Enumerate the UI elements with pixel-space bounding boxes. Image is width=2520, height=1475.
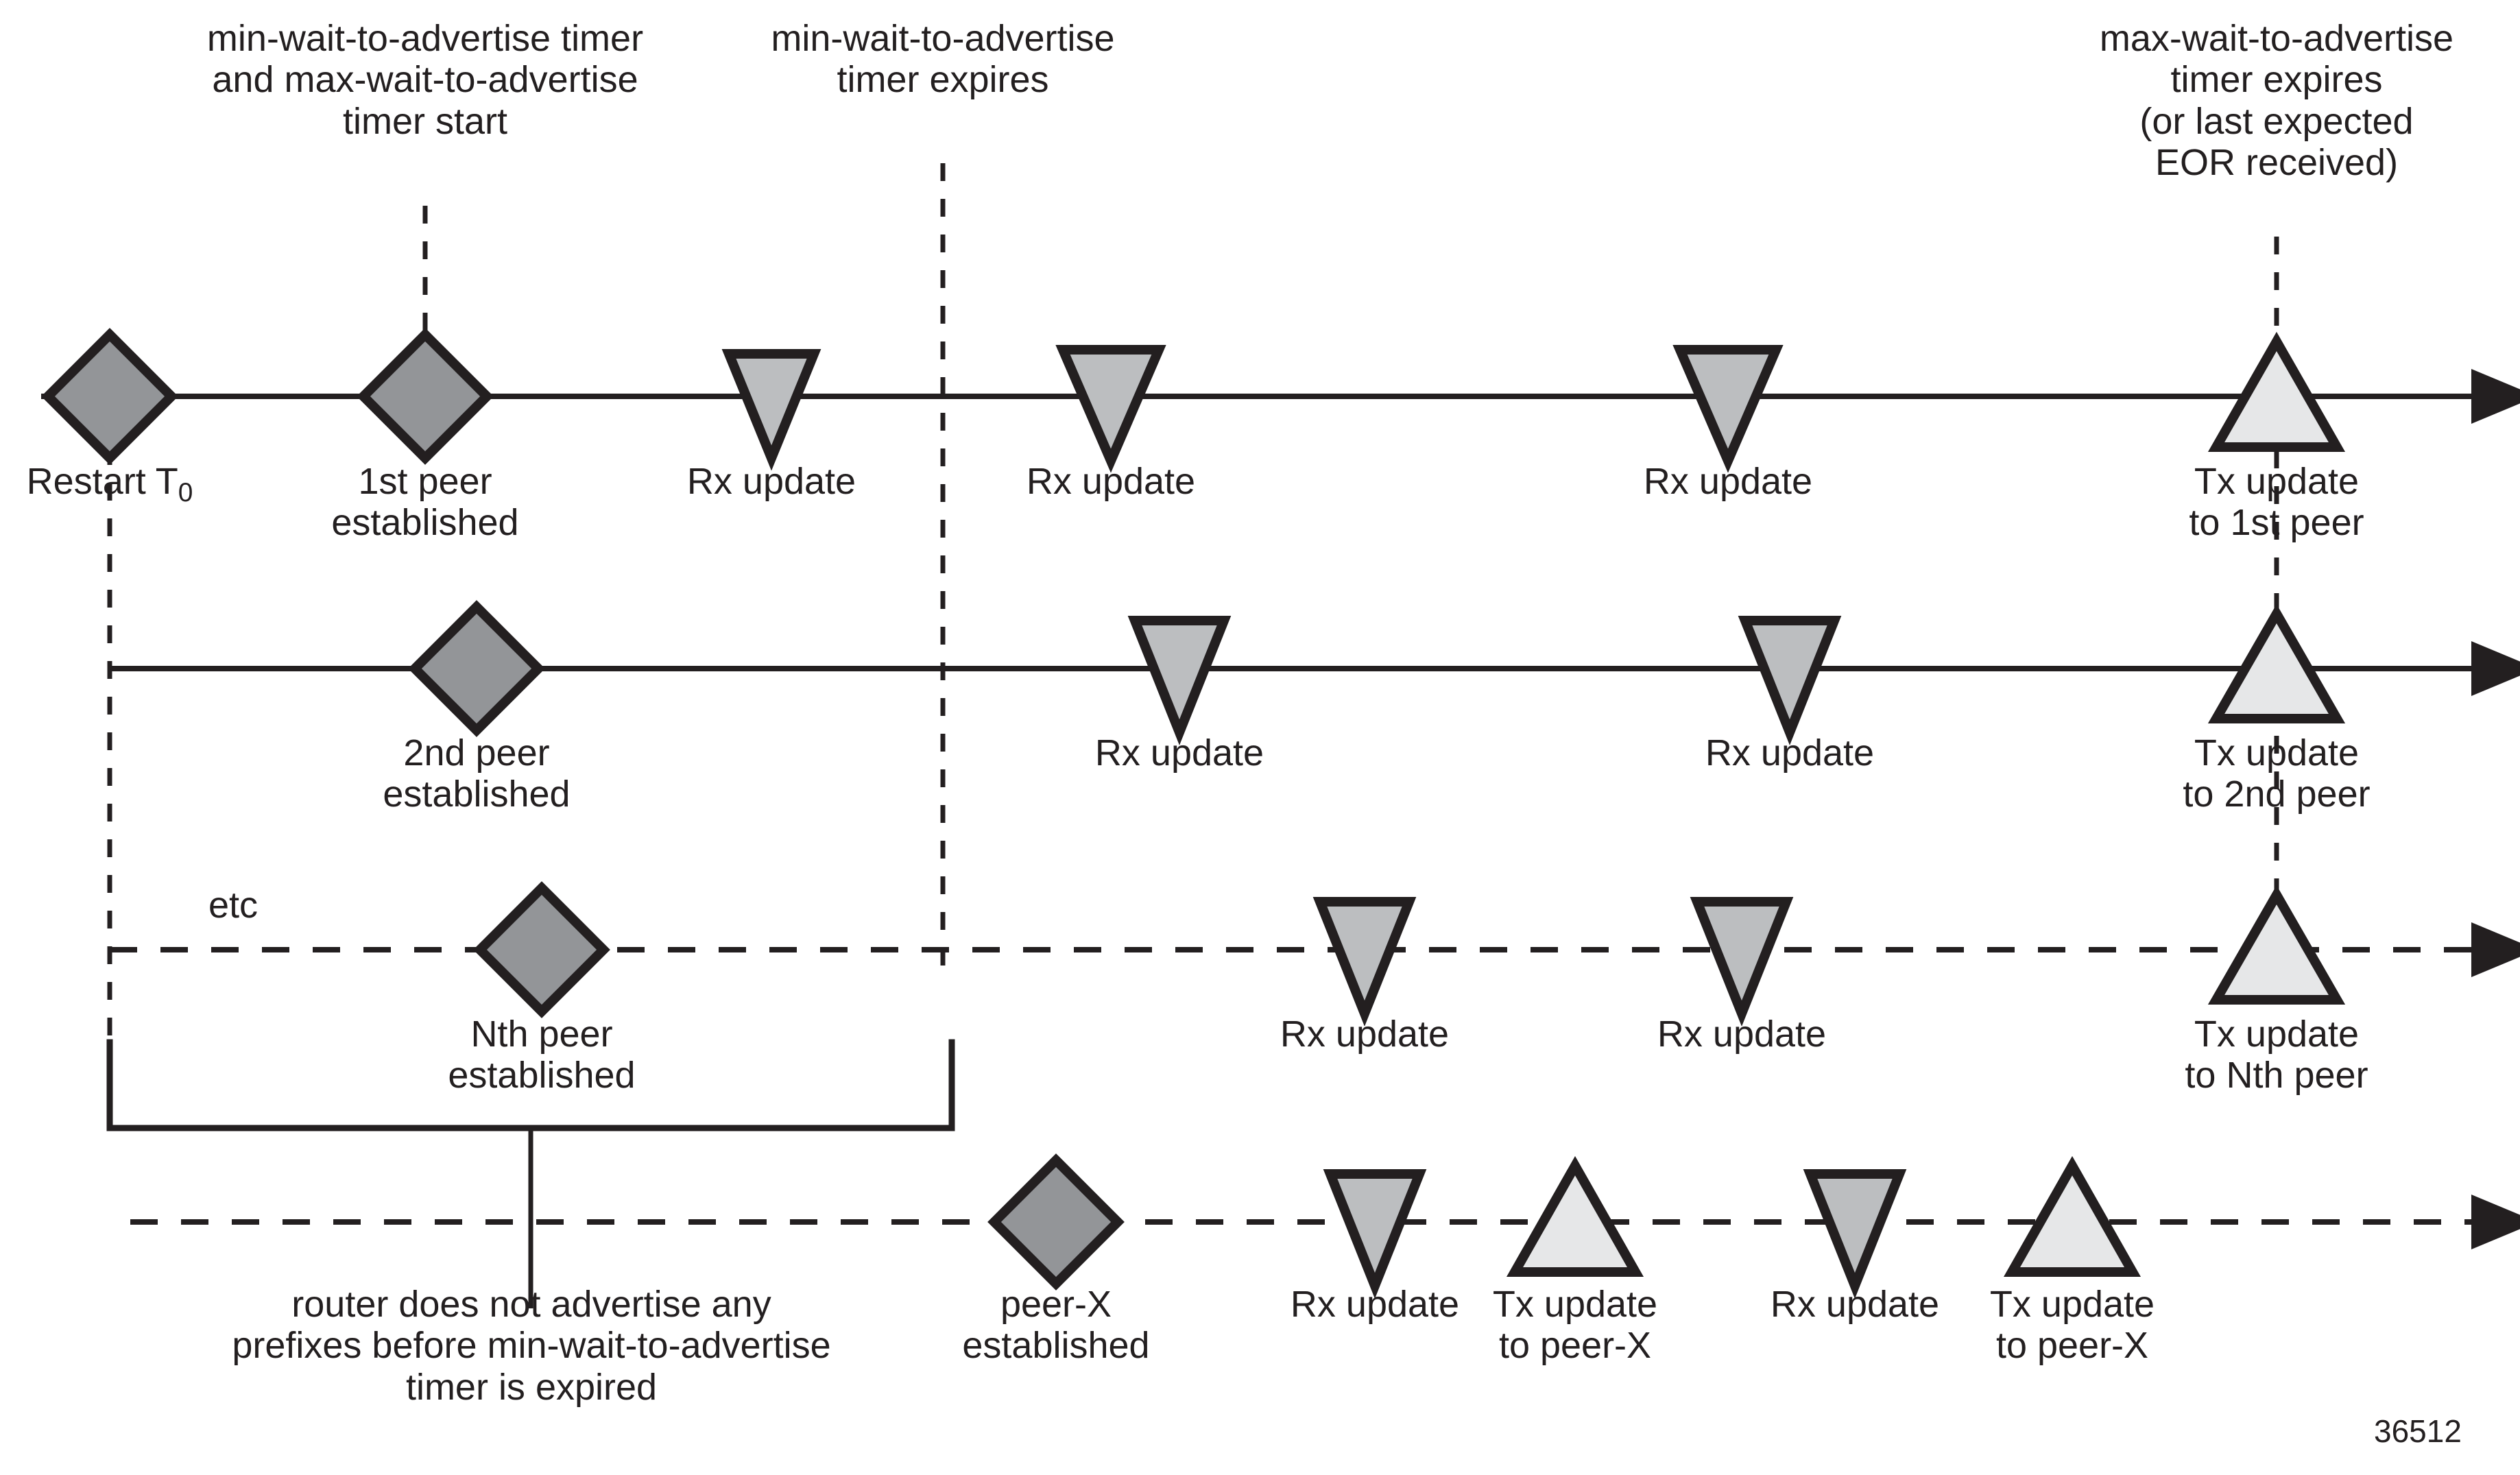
- marker-rx-r4-b: [1803, 1169, 1907, 1299]
- label-rx-update-r4-b: Rx update: [1770, 1284, 1940, 1325]
- label-peer-x-established: peer-X established: [962, 1284, 1150, 1367]
- label-tx-update-to-1st-peer: Tx update to 1st peer: [2189, 461, 2364, 544]
- label-rx-update-r1-b: Rx update: [1026, 461, 1196, 502]
- marker-rx-r2-a: [1127, 616, 1232, 745]
- marker-diamond-2nd-peer: [408, 600, 545, 737]
- label-1st-peer-established: 1st peer established: [331, 461, 519, 544]
- marker-rx-r1-c: [1672, 345, 1784, 473]
- marker-tx-r1: [2207, 331, 2346, 452]
- label-rx-update-r2-a: Rx update: [1094, 732, 1264, 774]
- marker-tx-r4-a: [1506, 1155, 1644, 1277]
- label-tx-update-to-2nd-peer: Tx update to 2nd peer: [2183, 732, 2371, 815]
- label-bracket-note: router does not advertise any prefixes b…: [232, 1284, 831, 1408]
- marker-diamond-nth-peer: [473, 881, 610, 1018]
- label-tx-update-to-nth-peer: Tx update to Nth peer: [2185, 1014, 2368, 1096]
- label-tx-update-to-peer-x-a: Tx update to peer-X: [1492, 1284, 1658, 1367]
- marker-rx-r1-a: [721, 349, 821, 471]
- marker-diamond-restart: [41, 328, 178, 465]
- label-restart-t0: Restart T0: [26, 461, 193, 507]
- marker-rx-r2-b: [1738, 616, 1842, 745]
- marker-diamond-1st-peer: [357, 328, 494, 465]
- label-rx-update-r1-a: Rx update: [686, 461, 856, 502]
- label-2nd-peer-established: 2nd peer established: [383, 732, 571, 815]
- marker-tx-r4-b: [2003, 1155, 2141, 1277]
- label-etc: etc: [208, 885, 259, 926]
- label-rx-update-r3-b: Rx update: [1657, 1014, 1827, 1055]
- label-rx-update-r1-c: Rx update: [1643, 461, 1813, 502]
- figure-number: 36512: [2374, 1413, 2462, 1449]
- label-rx-update-r2-b: Rx update: [1705, 732, 1875, 774]
- annotation-min-expires: min-wait-to-advertise timer expires: [771, 18, 1115, 101]
- label-rx-update-r4-a: Rx update: [1290, 1284, 1460, 1325]
- marker-tx-r2: [2207, 603, 2346, 723]
- label-tx-update-to-peer-x-b: Tx update to peer-X: [1989, 1284, 2155, 1367]
- label-nth-peer-established: Nth peer established: [448, 1014, 636, 1096]
- annotation-max-expires: max-wait-to-advertise timer expires (or …: [2099, 18, 2454, 184]
- marker-rx-r3-a: [1312, 897, 1417, 1027]
- annotation-timer-start: min-wait-to-advertise timer and max-wait…: [206, 18, 644, 142]
- marker-rx-r4-a: [1323, 1169, 1427, 1299]
- label-rx-update-r3-a: Rx update: [1280, 1014, 1450, 1055]
- marker-tx-r3: [2207, 885, 2346, 1005]
- marker-diamond-peer-x: [987, 1153, 1125, 1291]
- subscript-zero: 0: [178, 477, 193, 507]
- marker-rx-r3-b: [1690, 897, 1794, 1027]
- marker-rx-r1-b: [1055, 345, 1166, 473]
